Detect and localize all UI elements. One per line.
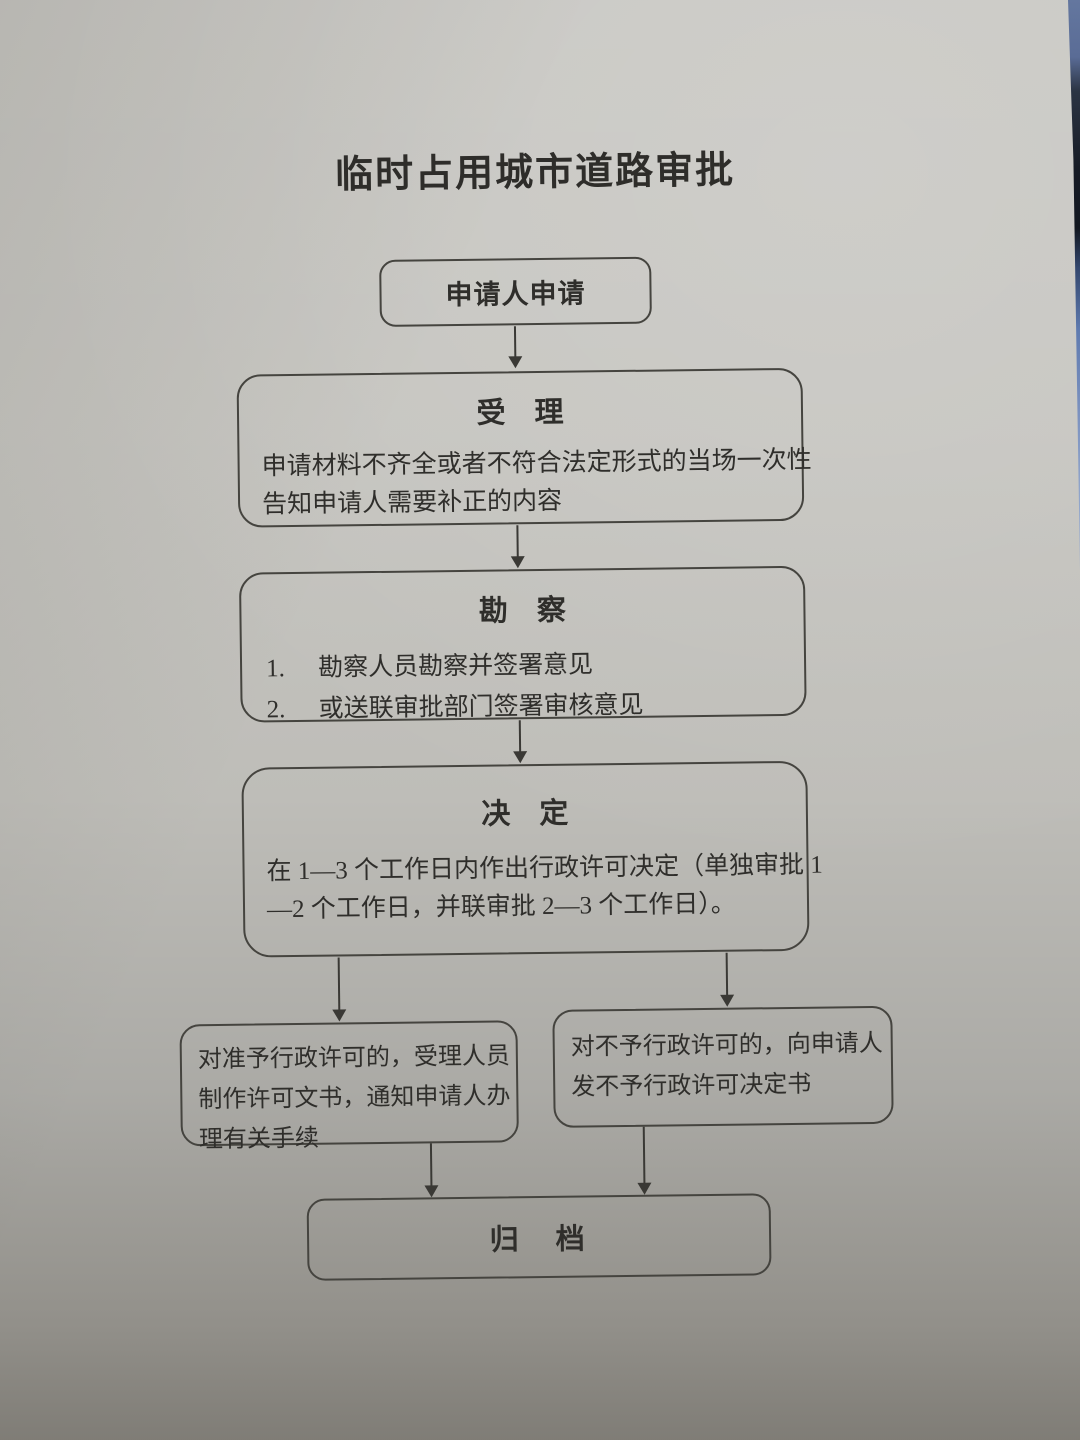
node-accept-body-line: 告知申请人需要补正的内容	[261, 487, 563, 519]
arrow-apply-to-accept	[508, 326, 523, 369]
node-grant-line: 理有关手续	[198, 1125, 320, 1154]
node-accept: 受 理 申请材料不齐全或者不符合法定形式的当场一次性 告知申请人需要补正的内容	[236, 367, 812, 528]
arrow-shaft	[513, 326, 517, 359]
node-grant-line: 对准予行政许可的，受理人员	[197, 1043, 511, 1074]
arrow-deny-to-archive	[637, 1126, 652, 1195]
node-survey: 勘 察 1. 勘察人员勘察并签署意见 2. 或送联审批部门签署审核意见	[238, 565, 807, 723]
node-survey-list: 1. 勘察人员勘察并签署意见 2. 或送联审批部门签署审核意见	[266, 642, 783, 730]
node-grant-body: 对准予行政许可的，受理人员 制作许可文书，通知申请人办 理有关手续	[197, 1037, 511, 1161]
node-grant-permit: 对准予行政许可的，受理人员 制作许可文书，通知申请人办 理有关手续	[179, 1020, 519, 1153]
arrow-head	[513, 751, 528, 764]
node-archive-label: 归 档	[489, 1223, 589, 1257]
arrow-survey-to-decide	[513, 720, 528, 764]
arrow-head	[510, 556, 525, 569]
node-accept-title: 受 理	[476, 396, 564, 430]
arrow-shaft	[642, 1126, 646, 1185]
node-applicant-apply: 申请人申请	[379, 256, 652, 327]
node-deny-line: 发不予行政许可决定书	[571, 1071, 812, 1101]
arrow-decide-to-grant	[332, 957, 347, 1022]
node-deny-line: 对不予行政许可的，向申请人	[570, 1030, 883, 1061]
arrow-grant-to-archive	[424, 1143, 439, 1198]
arrow-head	[637, 1182, 652, 1195]
list-item-text: 或送联审批部门签署审核意见	[318, 691, 644, 723]
arrow-shaft	[725, 952, 729, 997]
node-survey-title: 勘 察	[478, 594, 567, 628]
node-archive: 归 档	[306, 1193, 772, 1281]
arrow-head	[508, 356, 523, 369]
node-decide-body: 在 1—3 个工作日内作出行政许可决定（单独审批 1 —2 个工作日，并联审批 …	[266, 847, 823, 929]
arrow-shaft	[518, 720, 522, 754]
node-deny-body: 对不予行政许可的，向申请人 发不予行政许可决定书	[570, 1024, 883, 1108]
node-decide-title: 决 定	[481, 797, 569, 831]
page-title: 临时占用城市道路审批	[334, 149, 736, 197]
node-deny-permit: 对不予行政许可的，向申请人 发不予行政许可决定书	[552, 1005, 894, 1128]
node-grant-line: 制作许可文书，通知申请人办	[198, 1083, 511, 1114]
arrow-head	[720, 994, 735, 1007]
arrow-shaft	[337, 957, 341, 1012]
arrow-head	[332, 1009, 347, 1022]
node-accept-body: 申请材料不齐全或者不符合法定形式的当场一次性 告知申请人需要补正的内容	[261, 442, 812, 524]
list-item-number: 2.	[266, 696, 286, 724]
node-decide-body-line: —2 个工作日，并联审批 2—3 个工作日）。	[266, 890, 736, 924]
arrow-head	[424, 1185, 439, 1198]
arrow-shaft	[516, 525, 519, 559]
node-decide: 决 定 在 1—3 个工作日内作出行政许可决定（单独审批 1 —2 个工作日，并…	[241, 760, 823, 958]
arrow-accept-to-survey	[510, 525, 525, 569]
node-accept-body-line: 申请材料不齐全或者不符合法定形式的当场一次性	[261, 446, 812, 481]
list-item-number: 1.	[265, 655, 286, 683]
node-survey-list-item: 1. 勘察人员勘察并签署意见	[266, 642, 782, 689]
arrow-shaft	[429, 1143, 433, 1188]
node-applicant-apply-label: 申请人申请	[445, 278, 586, 311]
arrow-decide-to-deny	[720, 952, 735, 1007]
node-decide-body-line: 在 1—3 个工作日内作出行政许可决定（单独审批 1	[266, 851, 823, 886]
list-item-text: 勘察人员勘察并签署意见	[317, 651, 594, 682]
